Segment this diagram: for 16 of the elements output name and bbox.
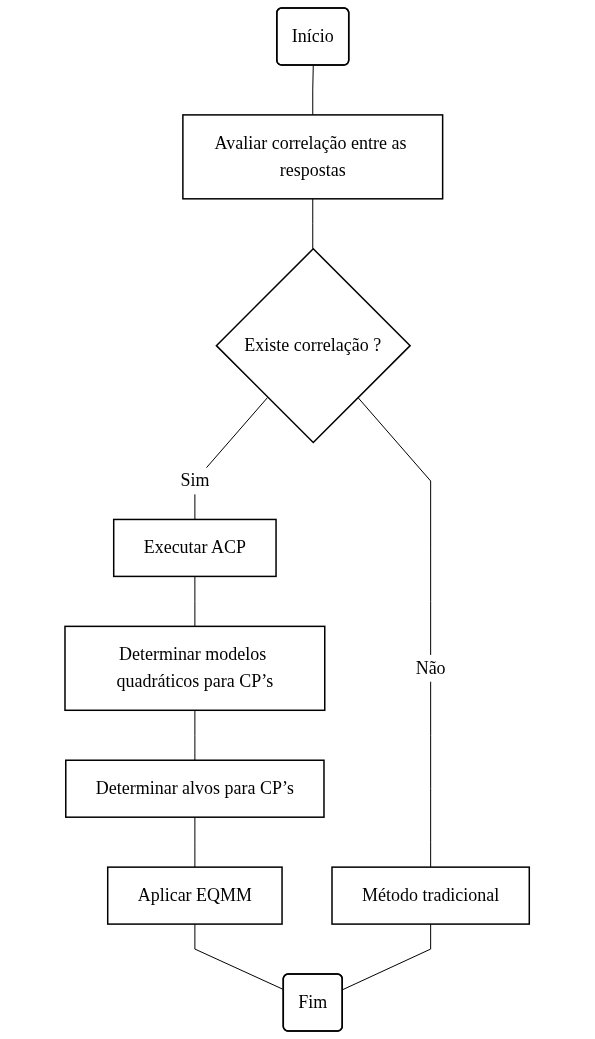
node-box: Determinar modelos quadráticos para CP’s <box>64 625 326 712</box>
edge-label: Sim <box>180 470 210 491</box>
node-diamond: Existe correlação ? <box>215 247 412 444</box>
node-box: Método tradicional <box>331 866 531 925</box>
connector <box>312 64 315 116</box>
node-box: Avaliar correlação entre as respostas <box>182 114 444 200</box>
node-box: Executar ACP <box>113 518 278 578</box>
connector <box>194 709 196 761</box>
connector <box>194 575 196 627</box>
node-box: Aplicar EQMM <box>107 866 284 925</box>
connector <box>312 198 314 250</box>
edge-label: Não <box>416 657 446 678</box>
connector <box>194 816 196 868</box>
connector <box>357 396 432 868</box>
node-box: Determinar alvos para CP’s <box>65 759 326 818</box>
connector <box>342 923 432 991</box>
